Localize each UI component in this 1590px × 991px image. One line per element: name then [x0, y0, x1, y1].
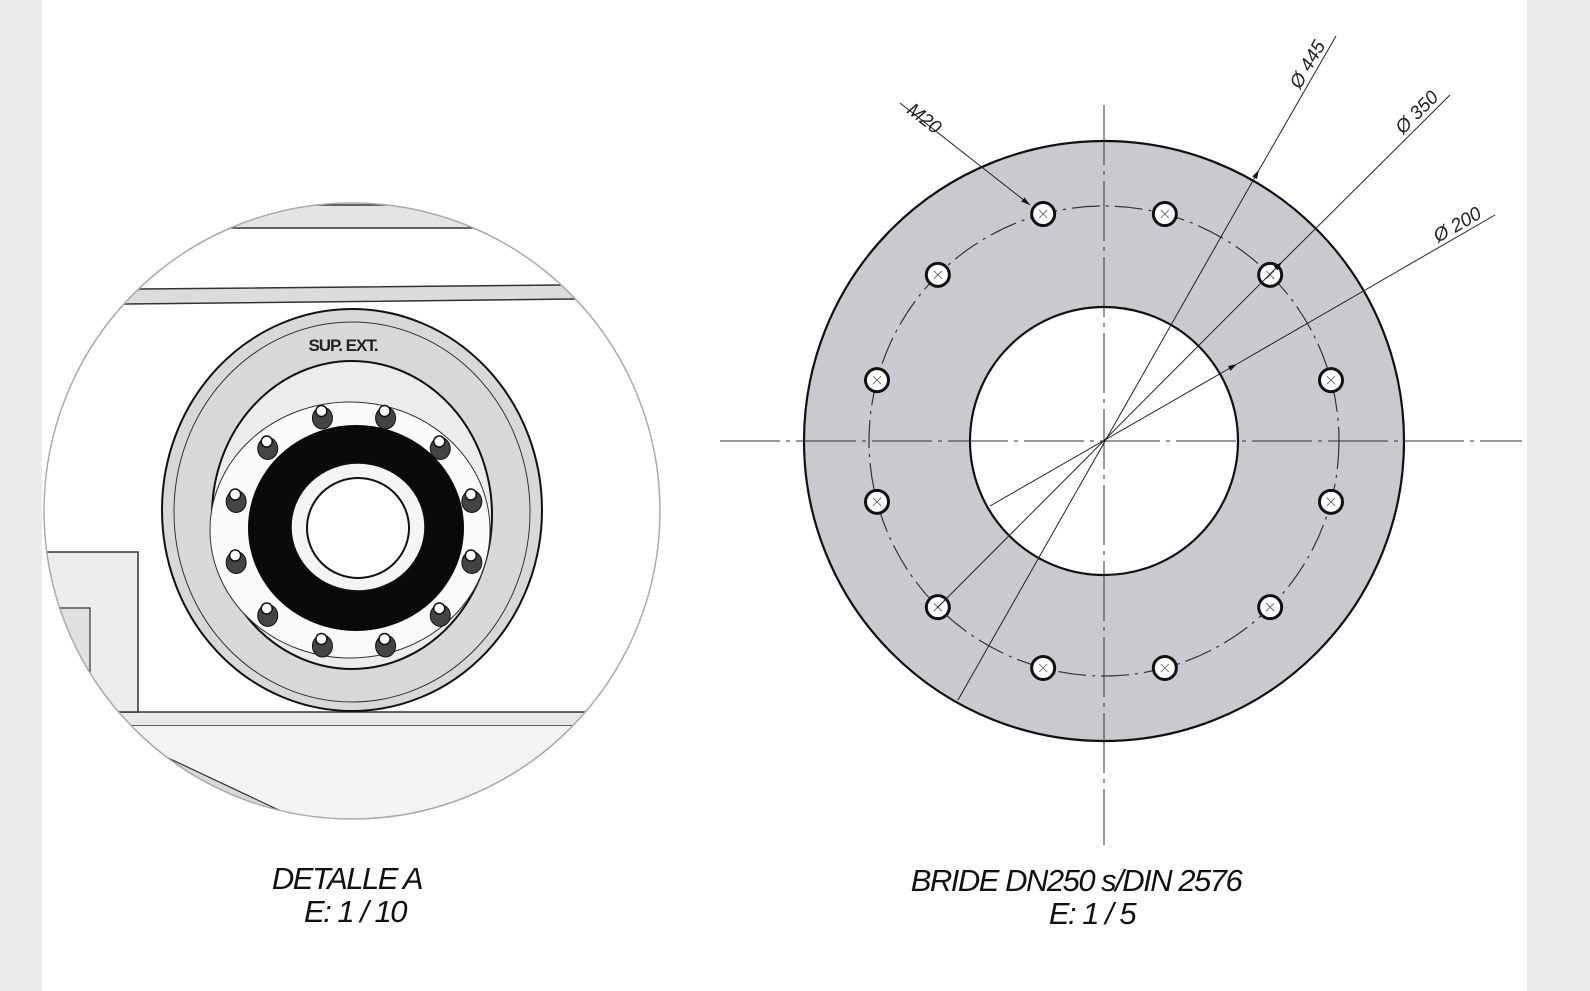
bolt-hole [1257, 261, 1284, 288]
detail-bolt [257, 435, 279, 461]
bolt-hole [1317, 488, 1344, 515]
bolt-hole [864, 367, 891, 394]
detail-caption-title: DETALLE A [272, 861, 423, 896]
detail-bolt [461, 549, 483, 575]
detail-bolt [375, 632, 397, 658]
bolt-hole [1257, 594, 1284, 621]
bolt-hole [1030, 201, 1057, 228]
surface-label: SUP. EXT. [308, 336, 377, 355]
bolt-hole [1151, 201, 1178, 228]
detail-bolt [311, 404, 333, 430]
dim-inner-diameter: Ø 200 [1429, 203, 1486, 248]
flange-view: Ø 445 Ø 350 Ø 200 M20 [720, 35, 1522, 845]
bolt-hole [1151, 654, 1178, 681]
detail-bolt [375, 404, 397, 430]
detail-bolt [225, 549, 247, 575]
flange-caption-title: BRIDE DN250 s/DIN 2576 [911, 863, 1244, 898]
bolt-hole [1030, 654, 1057, 681]
dim-outer-diameter: Ø 445 [1286, 37, 1331, 94]
detail-bolt [429, 435, 451, 461]
detail-a-view: SUP. EXT. [43, 202, 661, 820]
detail-caption-scale: E: 1 / 10 [304, 894, 407, 929]
detail-bolt [429, 602, 451, 627]
detail-bolt [311, 632, 333, 658]
detail-bolt [225, 488, 247, 513]
bolt-hole [1317, 367, 1344, 394]
bolt-hole [924, 261, 951, 288]
dim-bolt-circle: Ø 350 [1391, 87, 1443, 139]
flange-caption-scale: E: 1 / 5 [1049, 896, 1137, 931]
detail-bolt [461, 488, 483, 513]
detail-bolt [257, 602, 279, 627]
bolt-hole [864, 488, 891, 515]
